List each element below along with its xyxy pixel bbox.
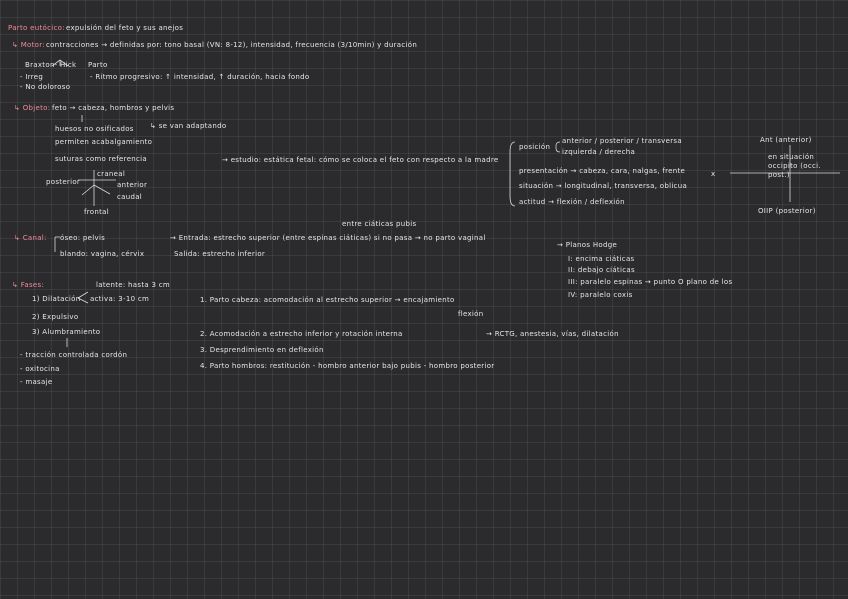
expulsivo-p1b: flexión [458,310,484,318]
motor-item2: - No doloroso [20,83,71,91]
orient-caudal: caudal [117,193,143,201]
motor-item1: - Irreg [20,73,44,81]
alumbramiento-m2: - oxitocina [20,365,60,373]
expulsivo-p3: 3. Desprendimiento en deflexión [200,346,324,354]
orient-posterior: posterior [46,178,81,186]
estatica-line: → estudio: estática fetal: cómo se coloc… [222,156,499,164]
planos-label: → Planos Hodge [557,241,618,249]
fases-label: ↳ Fases: [12,281,45,289]
canal-note-top: entre ciáticas pubis [342,220,417,228]
title-text: expulsión del feto y sus anejos [66,24,184,32]
posicion-opt2: izquierda / derecha [562,148,636,156]
fase-alumbramiento: 3) Alumbramiento [32,328,101,336]
plano-1: I: encima ciáticas [568,255,635,263]
orient-frontal: frontal [84,208,109,216]
actitud-line: actitud → flexión / deflexión [519,198,625,206]
canal-blando: blando: vagina, cérvix [60,250,145,258]
motor-sub-right: Parto [88,61,108,69]
fase-expulsivo: 2) Expulsivo [32,313,79,321]
canal-label: ↳ Canal: [14,234,47,242]
axis-bottom: OIIP (posterior) [758,207,816,215]
motor-line: contracciones → definidas por: tono basa… [46,41,418,49]
canal-entrada: → Entrada: estrecho superior (entre espi… [170,234,486,242]
motor-sub-left: Braxton- Hick [25,61,77,69]
fase-dilatacion: 1) Dilatación [32,295,81,303]
fase-activa: activa: 3-10 cm [90,295,150,303]
posicion-label: posición [519,143,551,151]
plano-4: IV: paralelo coxis [568,291,633,299]
objeto-line: feto → cabeza, hombros y pelvis [52,104,175,112]
plano-2: II: debajo ciáticas [568,266,635,274]
expulsivo-p4: 4. Parto hombros: restitución - hombro a… [200,362,495,370]
expulsivo-p2-right: → RCTG, anestesia, vías, dilatación [486,330,619,338]
presentacion-line: presentación → cabeza, cara, nalgas, fre… [519,167,686,175]
motor-item1-right: - Ritmo progresivo: ↑ intensidad, ↑ dura… [90,73,310,81]
plano-3: III: paralelo espinas → punto O plano de… [568,278,733,286]
axis-top: Ant (anterior) [760,136,812,144]
canal-salida: Salida: estrecho inferior [174,250,266,258]
objeto-note3: suturas como referencia [55,155,148,163]
axis-right: en situación occipito (occi. post.) [768,153,821,179]
motor-label: ↳ Motor: [12,41,45,49]
objeto-note1-right: ↳ se van adaptando [150,122,227,130]
orient-cranial: craneal [97,170,126,178]
x-mark: x [711,170,716,178]
title-label: Parto eutócico: [8,24,65,32]
expulsivo-p1: 1. Parto cabeza: acomodación al estrecho… [200,296,455,304]
alumbramiento-m1: - tracción controlada cordón [20,351,128,359]
posicion-opt1: anterior / posterior / transversa [562,137,682,145]
canal-oseo: óseo: pelvis [60,234,106,242]
objeto-note2: permiten acabalgamiento [55,138,153,146]
fase-latente: latente: hasta 3 cm [96,281,171,289]
orient-anterior: anterior [117,181,148,189]
alumbramiento-m3: - masaje [20,378,53,386]
expulsivo-p2: 2. Acomodación a estrecho inferior y rot… [200,330,403,338]
objeto-label: ↳ Objeto: [14,104,51,112]
situacion-line: situación → longitudinal, transversa, ob… [519,182,688,190]
objeto-note1: huesos no osificados [55,125,134,133]
